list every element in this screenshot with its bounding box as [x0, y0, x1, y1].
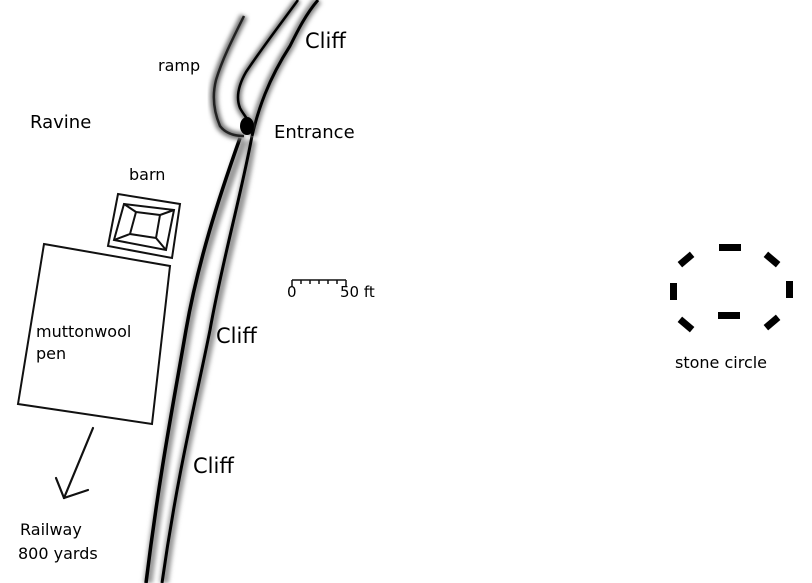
stone — [763, 251, 781, 268]
entrance-label: Entrance — [274, 122, 355, 143]
railway-arrow — [54, 426, 95, 500]
stone-circle-stones — [670, 244, 793, 333]
stone — [677, 316, 695, 333]
stone — [719, 244, 741, 251]
ravine-label: Ravine — [30, 112, 92, 133]
stone-circle-label: stone circle — [675, 353, 768, 372]
pen-label-line1: muttonwool — [36, 322, 132, 341]
stone — [670, 283, 677, 300]
scale-end-label: 50 ft — [340, 283, 375, 301]
cliff-edges — [140, 0, 322, 583]
stone — [763, 314, 781, 331]
cliff-label-top: Cliff — [305, 29, 346, 53]
barn-label: barn — [129, 165, 166, 184]
barn-building — [106, 192, 182, 260]
stone — [677, 251, 695, 268]
scale-bar — [291, 279, 347, 287]
pen-enclosure — [16, 242, 172, 426]
ramp-label: ramp — [158, 56, 201, 75]
railway-label-line1: Railway — [20, 520, 82, 539]
railway-label-line2: 800 yards — [18, 544, 98, 563]
cliff-label-low: Cliff — [193, 454, 234, 478]
stone — [786, 281, 793, 298]
scale-start-label: 0 — [287, 283, 297, 301]
stone — [718, 312, 740, 319]
pen-label-line2: pen — [36, 344, 67, 363]
cliff-label-mid: Cliff — [216, 324, 257, 348]
